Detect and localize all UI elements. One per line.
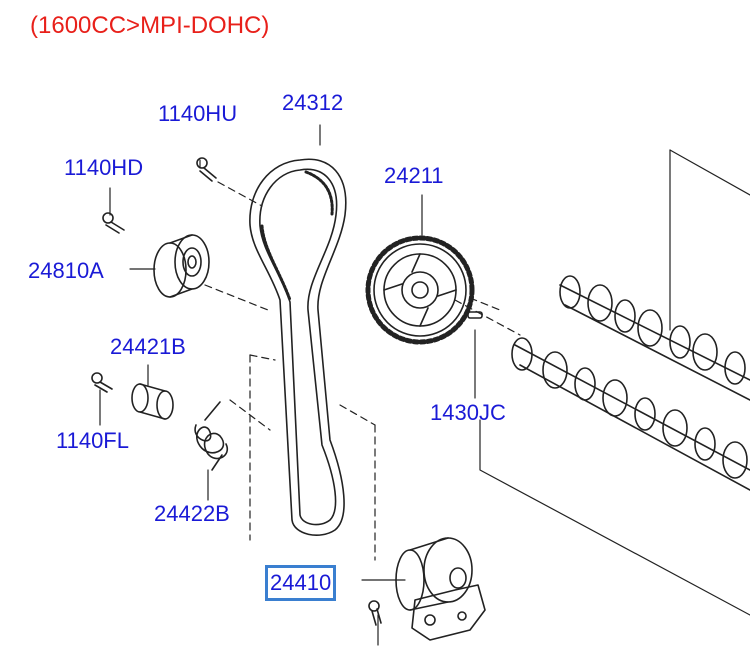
leader-lines [99,124,750,646]
camshaft-lower [511,337,750,491]
bolt-1140fl [91,372,113,393]
tensioner-spring [194,401,229,471]
dowel-pin [467,311,483,319]
label-24421b[interactable]: 24421B [110,334,186,359]
bolt-1140hd [102,212,125,234]
label-24211[interactable]: 24211 [384,163,444,188]
label-24312[interactable]: 24312 [282,90,344,115]
label-1140hd[interactable]: 1140HD [64,155,144,180]
label-24410-selected[interactable]: 24410 [264,565,337,601]
label-1140hu[interactable]: 1140HU [158,101,238,126]
label-24422b[interactable]: 24422B [154,501,230,526]
label-24810a[interactable]: 24810A [28,258,104,283]
camshaft-upper [559,275,750,401]
spacer-bushing [131,383,174,420]
label-1140fl[interactable]: 1140FL [56,428,129,453]
bolt-tensioner [368,600,382,626]
timing-belt [249,158,347,536]
idler-pulley [153,234,210,298]
cam-sprocket [365,235,475,345]
belt-tensioner [395,537,486,641]
bolt-1140hu [196,157,217,182]
label-1430jc[interactable]: 1430JC [430,400,506,425]
diagram-title: (1600CC>MPI-DOHC) [30,12,270,39]
